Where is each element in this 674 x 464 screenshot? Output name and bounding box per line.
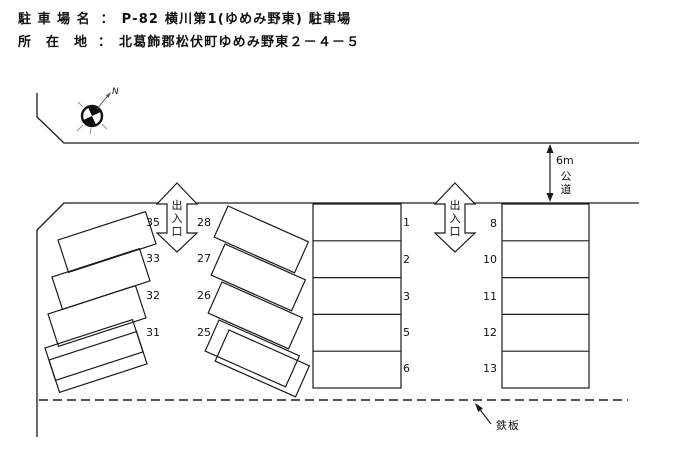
stall-number: 32 [146, 289, 160, 302]
stall-number: 35 [146, 216, 160, 229]
parking-stall [207, 281, 304, 350]
dimension-arrowhead-down [546, 193, 554, 202]
address-value: 北葛飾郡松伏町ゆめみ野東２－４－５ [119, 35, 361, 50]
parking-name-row: 駐 車 場 名 ： P-82 横川第1(ゆめみ野東) 駐車場 [18, 8, 360, 31]
stall-column-outline [312, 203, 402, 389]
stall-number: 27 [197, 252, 211, 265]
entrance-char-1: 出 [172, 198, 183, 212]
road-type-char-2: 道 [561, 182, 572, 196]
stall-number: 1 [403, 216, 410, 229]
stall-numbers-left-angled: 35 33 32 31 [146, 216, 160, 339]
entrance-arrow-right: 出 入 口 [433, 182, 477, 253]
address-row: 所 在 地 ： 北葛飾郡松伏町ゆめみ野東２－４－５ [18, 31, 360, 54]
parking-stall [210, 243, 307, 312]
stall-number: 3 [403, 290, 410, 303]
iron-plate-callout: 鉄板 [475, 403, 520, 432]
road-width-label: 6m [556, 154, 574, 167]
parking-stall [204, 319, 301, 388]
stall-group-left-angled [44, 210, 157, 394]
stall-number: 12 [483, 326, 497, 339]
stall-numbers-center-column: 1 2 3 5 6 [403, 216, 410, 375]
entrance-char-1: 出 [450, 198, 461, 212]
entrance-arrow-left: 出 入 口 [155, 182, 199, 253]
stall-number: 2 [403, 253, 410, 266]
address-separator: ： [98, 35, 112, 50]
stall-column-outline [501, 203, 590, 389]
parking-name-separator: ： [100, 12, 114, 27]
parking-stall [57, 210, 157, 274]
stall-numbers-mid-angled: 28 27 26 25 [197, 216, 211, 339]
stall-number: 25 [197, 326, 211, 339]
entrance-char-2: 入 [450, 212, 461, 225]
parking-stall [213, 205, 310, 274]
parking-stall [214, 329, 311, 398]
stall-group-mid-angled [204, 205, 311, 398]
stall-number: 5 [403, 326, 410, 339]
stall-number: 31 [146, 326, 160, 339]
stall-number: 28 [197, 216, 211, 229]
entrance-char-2: 入 [172, 212, 183, 225]
iron-plate-label: 鉄板 [496, 418, 520, 432]
compass-icon: N [76, 87, 119, 135]
parking-stall [47, 284, 147, 348]
dimension-arrowhead-up [546, 144, 554, 153]
entrance-char-3: 口 [172, 225, 183, 238]
boundary-upper [36, 93, 639, 144]
stall-number: 13 [483, 362, 497, 375]
parking-name-value: P-82 横川第1(ゆめみ野東) 駐車場 [121, 12, 352, 27]
stall-number: 6 [403, 362, 410, 375]
parking-stall [44, 318, 144, 382]
stall-group-center-column [312, 203, 402, 389]
header: 駐 車 場 名 ： P-82 横川第1(ゆめみ野東) 駐車場 所 在 地 ： 北… [18, 8, 360, 54]
road-type-char-1: 公 [561, 170, 572, 183]
compass-north-label: N [112, 87, 119, 97]
entrance-arrow-shape [433, 182, 477, 253]
callout-arrowhead [475, 403, 483, 412]
stall-number: 11 [483, 290, 497, 303]
road-width-dimension: 6m 公 道 [546, 144, 574, 202]
entrance-char-3: 口 [450, 225, 461, 238]
parking-stall [51, 247, 151, 311]
address-label: 所 在 地 [18, 35, 89, 50]
boundary-lower [36, 202, 639, 437]
stall-number: 10 [483, 253, 497, 266]
entrance-arrow-shape [155, 182, 199, 253]
stall-numbers-right-column: 8 10 11 12 13 [483, 217, 497, 375]
stall-number: 26 [197, 289, 211, 302]
parking-name-label: 駐 車 場 名 [18, 12, 91, 27]
parking-stall [48, 330, 148, 394]
stall-group-right-column [501, 203, 590, 389]
stall-number: 8 [490, 217, 497, 230]
stall-number: 33 [146, 252, 160, 265]
